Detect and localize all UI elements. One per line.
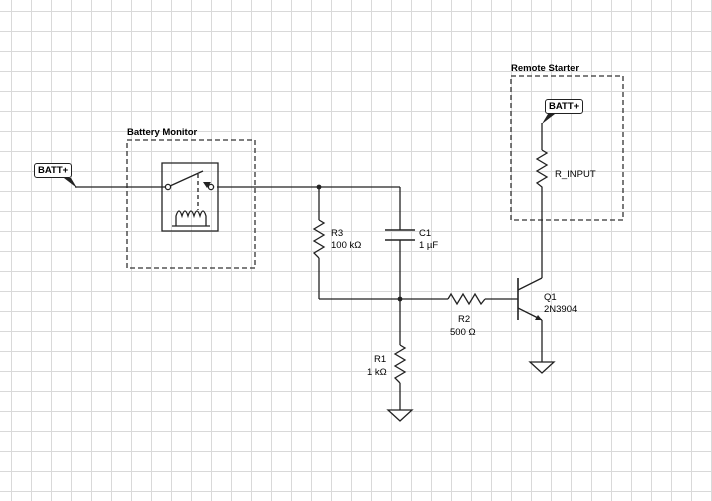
transistor-emitter-arrow-icon bbox=[535, 315, 542, 320]
batt-left-tail bbox=[64, 178, 77, 188]
r3-ref-label: R3 bbox=[331, 228, 344, 239]
relay-contact-right bbox=[208, 184, 213, 189]
group-title-battery-monitor: Battery Monitor bbox=[127, 127, 198, 138]
transistor-q1-collector[interactable] bbox=[518, 278, 542, 290]
batt-top-tail bbox=[542, 114, 555, 124]
r1-ref-label: R1 bbox=[374, 354, 387, 365]
junction-dot-top bbox=[316, 184, 322, 190]
remote-starter-frame[interactable] bbox=[511, 76, 623, 220]
ground-symbol-r1[interactable] bbox=[388, 410, 412, 421]
r2-ref-label: R2 bbox=[458, 314, 471, 325]
relay-arrow-icon bbox=[203, 182, 211, 188]
junction-dot-mid bbox=[397, 296, 403, 302]
r2-value-label: 500 Ω bbox=[450, 327, 476, 338]
resistor-r2[interactable] bbox=[448, 294, 485, 304]
q1-value-label: 2N3904 bbox=[544, 304, 578, 315]
q1-ref-label: Q1 bbox=[544, 292, 557, 303]
r-input-ref-label: R_INPUT bbox=[555, 169, 596, 180]
relay-body[interactable] bbox=[162, 163, 218, 231]
ground-symbol-q1[interactable] bbox=[530, 362, 554, 373]
group-title-remote-starter: Remote Starter bbox=[511, 63, 580, 74]
r1-value-label: 1 kΩ bbox=[367, 367, 387, 378]
c1-value-label: 1 µF bbox=[419, 240, 439, 251]
relay-contact-left bbox=[165, 184, 170, 189]
resistor-r3[interactable] bbox=[314, 220, 324, 258]
r3-value-label: 100 kΩ bbox=[331, 240, 362, 251]
batt-plus-port-top[interactable]: BATT+ bbox=[545, 99, 584, 114]
resistor-r1[interactable] bbox=[395, 345, 405, 383]
resistor-r-input[interactable] bbox=[537, 150, 547, 200]
c1-ref-label: C1 bbox=[419, 228, 432, 239]
relay-switch-arm bbox=[170, 171, 203, 186]
relay-coil bbox=[176, 211, 206, 226]
batt-plus-port-left[interactable]: BATT+ bbox=[34, 163, 73, 178]
battery-monitor-frame[interactable] bbox=[127, 140, 255, 268]
